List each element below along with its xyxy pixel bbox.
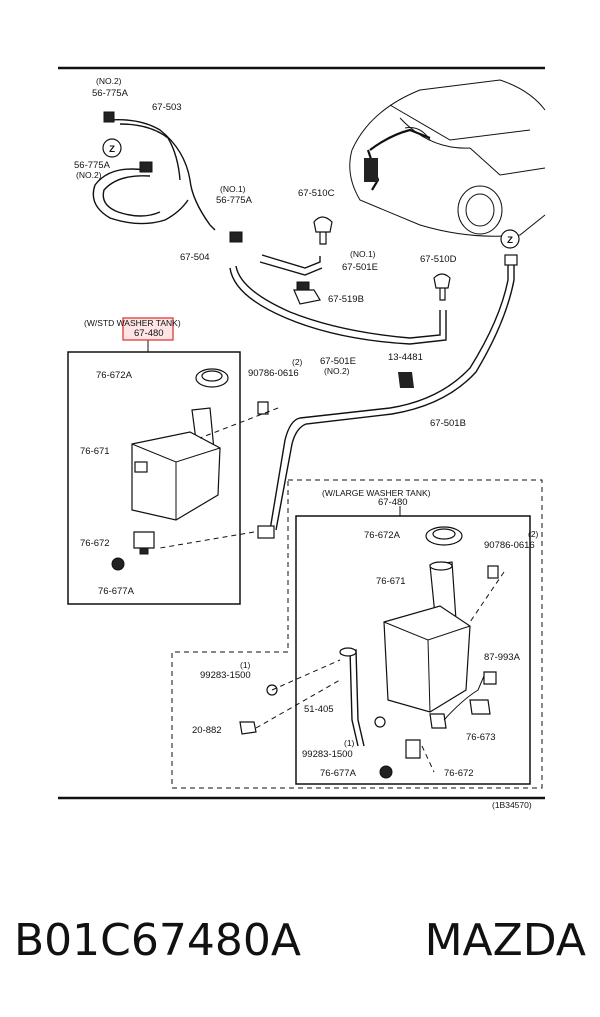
svg-text:56-775A: 56-775A xyxy=(216,195,253,206)
svg-text:67-501E: 67-501E xyxy=(342,262,378,273)
svg-text:76-672A: 76-672A xyxy=(364,530,401,541)
middle-hose-assembly xyxy=(229,254,518,539)
svg-text:(NO.1): (NO.1) xyxy=(350,249,376,259)
svg-text:67-503: 67-503 xyxy=(152,102,182,113)
nozzle-67510d-icon xyxy=(433,273,451,301)
svg-text:76-677A: 76-677A xyxy=(98,586,135,597)
svg-text:67-510C: 67-510C xyxy=(298,188,335,199)
clip-134481-icon xyxy=(398,372,414,388)
svg-text:67-504: 67-504 xyxy=(180,252,210,263)
highlight-67480-std xyxy=(122,317,174,341)
upper-hose-assembly xyxy=(92,111,243,243)
pipe-51405 xyxy=(239,647,386,747)
svg-text:67-510D: 67-510D xyxy=(420,254,457,265)
svg-text:76-672A: 76-672A xyxy=(96,370,133,381)
svg-text:90786-0616: 90786-0616 xyxy=(484,540,535,551)
svg-text:51-405: 51-405 xyxy=(304,704,334,715)
svg-text:76-673: 76-673 xyxy=(466,732,496,743)
svg-text:76-672: 76-672 xyxy=(444,768,474,779)
std-tank-drawing xyxy=(111,368,269,571)
svg-text:67-480: 67-480 xyxy=(134,328,164,339)
nozzle-67510c-icon xyxy=(313,216,333,245)
svg-text:(W/STD WASHER TANK): (W/STD WASHER TANK) xyxy=(84,318,181,328)
car-tank-icon xyxy=(364,158,378,182)
svg-text:20-882: 20-882 xyxy=(192,725,222,736)
svg-text:(2): (2) xyxy=(292,357,303,367)
svg-text:76-672: 76-672 xyxy=(80,538,110,549)
svg-text:(1): (1) xyxy=(240,660,251,670)
svg-text:67-480: 67-480 xyxy=(378,497,408,508)
svg-text:(W/LARGE WASHER TANK): (W/LARGE WASHER TANK) xyxy=(322,488,431,498)
svg-text:99283-1500: 99283-1500 xyxy=(302,749,353,760)
z-marker-left: Z xyxy=(102,138,122,158)
svg-text:(NO.2): (NO.2) xyxy=(76,170,102,180)
svg-text:99283-1500: 99283-1500 xyxy=(200,670,251,681)
large-tank-box xyxy=(295,515,531,785)
large-tank-drawing xyxy=(379,526,499,779)
car-outline-icon xyxy=(349,79,546,237)
svg-text:(2): (2) xyxy=(528,529,539,539)
svg-text:67-501B: 67-501B xyxy=(430,418,466,429)
svg-text:Z: Z xyxy=(109,144,115,155)
z-marker-right: Z xyxy=(500,229,520,249)
svg-text:76-671: 76-671 xyxy=(80,446,110,457)
svg-text:(1): (1) xyxy=(344,738,355,748)
std-tank-box xyxy=(67,351,241,605)
svg-text:56-775A: 56-775A xyxy=(74,160,111,171)
svg-text:13-4481: 13-4481 xyxy=(388,352,423,363)
svg-text:87-993A: 87-993A xyxy=(484,652,521,663)
svg-text:(NO.1): (NO.1) xyxy=(220,184,246,194)
part-number: B01C67480A xyxy=(14,914,301,966)
svg-text:56-775A: 56-775A xyxy=(92,88,129,99)
brand-name: MAZDA xyxy=(424,914,586,966)
svg-text:(1B34570): (1B34570) xyxy=(492,800,532,810)
svg-text:67-501E: 67-501E xyxy=(320,356,356,367)
svg-text:67-519B: 67-519B xyxy=(328,294,364,305)
caption: B01C67480A MAZDA xyxy=(0,900,600,980)
svg-text:90786-0616: 90786-0616 xyxy=(248,368,299,379)
svg-text:76-671: 76-671 xyxy=(376,576,406,587)
svg-text:(NO.2): (NO.2) xyxy=(96,76,122,86)
svg-text:(NO.2): (NO.2) xyxy=(324,366,350,376)
svg-text:76-677A: 76-677A xyxy=(320,768,357,779)
svg-text:Z: Z xyxy=(507,235,513,246)
large-tank-option-outline xyxy=(171,479,543,789)
parts-diagram: Z Z xyxy=(58,66,546,810)
